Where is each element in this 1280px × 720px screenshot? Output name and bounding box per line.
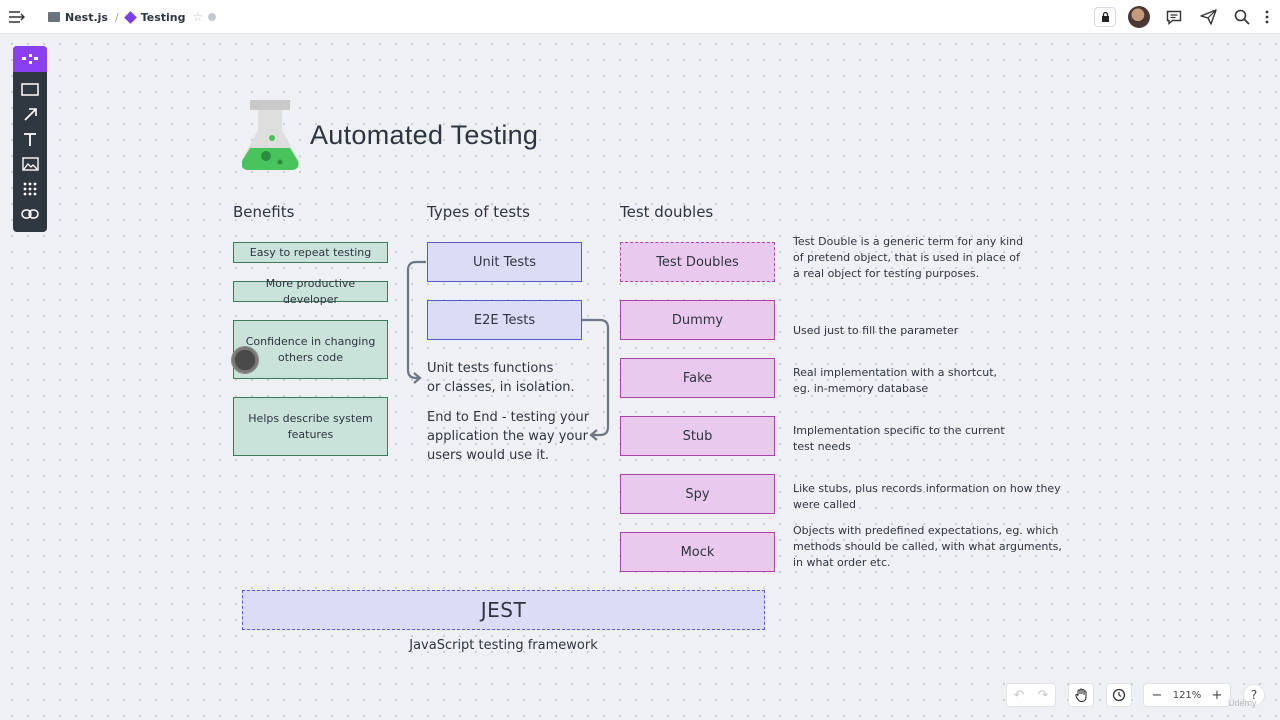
page-title: Automated Testing bbox=[310, 120, 539, 150]
unit-connector-line bbox=[406, 260, 426, 380]
more-tools-grid-icon[interactable] bbox=[13, 177, 47, 201]
unit-tests-card[interactable]: Unit Tests bbox=[427, 242, 582, 282]
avatar[interactable] bbox=[1128, 6, 1150, 28]
mock-card[interactable]: Mock bbox=[620, 532, 775, 572]
doubles-heading: Test doubles bbox=[620, 203, 714, 221]
history-group bbox=[1106, 683, 1132, 707]
zoom-out-button[interactable]: − bbox=[1151, 687, 1163, 703]
zoom-level[interactable]: 121% bbox=[1172, 689, 1202, 701]
unit-connector-arrowhead bbox=[413, 372, 422, 384]
hand-tool-icon[interactable] bbox=[1069, 684, 1093, 706]
history-icon[interactable] bbox=[1107, 684, 1131, 706]
jest-subtitle: JavaScript testing framework bbox=[409, 638, 598, 653]
rectangle-tool-icon[interactable] bbox=[13, 77, 47, 101]
mock-description: Objects with predefined expectations, eg… bbox=[793, 524, 1062, 569]
breadcrumb-separator: / bbox=[114, 10, 119, 24]
undo-icon[interactable]: ↶ bbox=[1013, 687, 1025, 703]
test-doubles-card[interactable]: Test Doubles bbox=[620, 242, 775, 282]
synced-icon bbox=[208, 13, 217, 21]
select-tool-icon[interactable] bbox=[13, 46, 47, 72]
zoom-in-button[interactable]: + bbox=[1211, 687, 1223, 703]
sidebar-toggle-icon[interactable] bbox=[6, 6, 28, 28]
fake-card[interactable]: Fake bbox=[620, 358, 775, 398]
benefits-heading: Benefits bbox=[233, 203, 295, 221]
e2e-connector-line bbox=[582, 318, 610, 437]
flask-icon bbox=[241, 98, 302, 178]
benefit-card[interactable]: Helps describe system features bbox=[233, 397, 388, 456]
pointer-cursor bbox=[231, 346, 259, 374]
star-icon[interactable]: ☆ bbox=[192, 10, 204, 24]
e2e-tests-note: End to End - testing your application th… bbox=[427, 410, 590, 463]
comments-icon[interactable] bbox=[1163, 6, 1185, 28]
dummy-card[interactable]: Dummy bbox=[620, 300, 775, 340]
benefit-card[interactable]: More productive developer bbox=[233, 277, 388, 306]
image-tool-icon[interactable] bbox=[13, 152, 47, 176]
breadcrumb-board[interactable]: Testing bbox=[140, 10, 186, 24]
breadcrumb: Nest.js / Testing ☆ bbox=[48, 0, 217, 34]
lock-icon[interactable] bbox=[1094, 7, 1116, 27]
share-send-icon[interactable] bbox=[1197, 6, 1219, 28]
benefit-card[interactable]: Confidence in changing others code bbox=[233, 320, 388, 379]
benefit-card[interactable]: Easy to repeat testing bbox=[233, 242, 388, 263]
stub-description: Implementation specific to the current t… bbox=[793, 424, 1005, 453]
unit-tests-note: Unit tests functions or classes, in isol… bbox=[427, 361, 575, 395]
tool-palette bbox=[13, 46, 47, 232]
e2e-connector-arrowhead bbox=[589, 429, 598, 441]
top-bar: Nest.js / Testing ☆ bbox=[0, 0, 1280, 34]
zoom-controls: − 121% + bbox=[1143, 683, 1231, 707]
udemy-watermark: Udemy bbox=[1228, 698, 1257, 708]
link-tool-icon[interactable] bbox=[13, 202, 47, 226]
types-heading: Types of tests bbox=[427, 203, 530, 221]
e2e-tests-card[interactable]: E2E Tests bbox=[427, 300, 582, 340]
connector-arrows bbox=[406, 260, 610, 441]
dummy-description: Used just to fill the parameter bbox=[793, 324, 959, 337]
text-tool-icon[interactable] bbox=[13, 127, 47, 151]
spy-description: Like stubs, plus records information on … bbox=[793, 482, 1061, 511]
stub-card[interactable]: Stub bbox=[620, 416, 775, 456]
folder-icon bbox=[48, 12, 60, 22]
test-doubles-description: Test Double is a generic term for any ki… bbox=[793, 235, 1024, 280]
board-diamond-icon bbox=[123, 10, 137, 24]
redo-icon[interactable]: ↷ bbox=[1037, 687, 1049, 703]
more-menu-icon[interactable] bbox=[1260, 6, 1274, 28]
undo-redo-group: ↶ ↷ bbox=[1006, 683, 1056, 707]
spy-card[interactable]: Spy bbox=[620, 474, 775, 514]
fake-description: Real implementation with a shortcut, eg.… bbox=[793, 366, 998, 395]
jest-card[interactable]: JEST bbox=[242, 590, 765, 630]
breadcrumb-project[interactable]: Nest.js bbox=[65, 10, 108, 24]
search-icon[interactable] bbox=[1231, 6, 1253, 28]
help-button[interactable]: ? bbox=[1243, 684, 1265, 706]
hand-tool-group bbox=[1068, 683, 1094, 707]
arrow-tool-icon[interactable] bbox=[13, 102, 47, 126]
